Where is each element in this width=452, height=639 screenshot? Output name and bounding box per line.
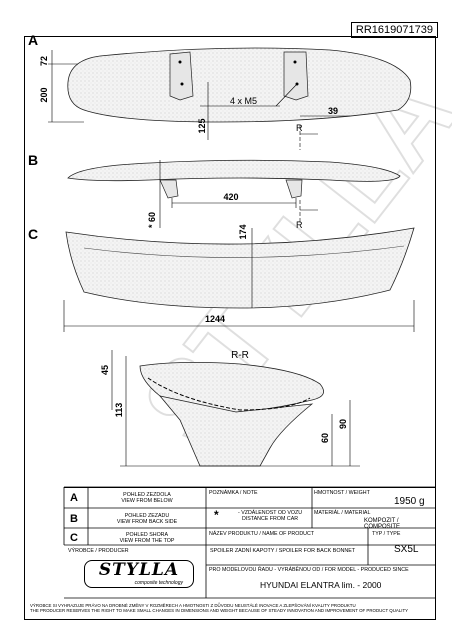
- footer-line-en: THE PRODUCER RESERVES THE RIGHT TO MAKE …: [30, 608, 409, 614]
- view-c-spoiler: [65, 227, 415, 309]
- tb-view-a: POHLED ZEZDOLA VIEW FROM BELOW: [88, 492, 206, 504]
- dim-c-depth: 174: [238, 224, 248, 239]
- dim-a-edge: 39: [328, 106, 338, 116]
- dim-rr-top: 45: [100, 365, 110, 375]
- view-letter-c: C: [28, 226, 39, 242]
- star-note-en: DISTANCE FROM CAR: [241, 516, 299, 522]
- tb-view-c-cs: POHLED SHORA: [125, 532, 169, 538]
- document-id: RR1619071739: [350, 22, 438, 38]
- dim-a-bolt: 125: [197, 118, 207, 133]
- dim-b-height: * 60: [147, 212, 157, 228]
- star-note: - VZDÁLENOST OD VOZU DISTANCE FROM CAR: [224, 510, 316, 522]
- dim-a-top: 72: [39, 56, 49, 66]
- material-value: KOMPOZIT / COMPOSITE: [364, 518, 401, 530]
- dim-b-span: 420: [223, 192, 238, 202]
- model-label: PRO MODELOVOU ŘADU - VYRÁBĚNOU OD / FOR …: [209, 567, 409, 573]
- tb-view-b-en: VIEW FROM BACK SIDE: [116, 519, 178, 525]
- dim-rr-height: 113: [114, 403, 124, 418]
- section-mark-r-1: R: [296, 123, 303, 133]
- drawing-frame: [24, 36, 436, 620]
- tb-letter-b: B: [70, 513, 78, 525]
- view-b-spoiler: [67, 159, 401, 199]
- dim-a-height: 200: [39, 87, 49, 102]
- tb-view-b: POHLED ZEZADU VIEW FROM BACK SIDE: [88, 513, 206, 525]
- dim-a-holes: 4 x M5: [230, 96, 257, 106]
- view-b-dimension-lines: [159, 160, 318, 228]
- product-label: NÁZEV PRODUKTU / NAME OF PRODUCT: [209, 531, 315, 537]
- tb-view-c-en: VIEW FROM THE TOP: [119, 538, 175, 544]
- logo-text: STYLLA: [98, 560, 180, 580]
- section-rr-dimension-lines: [111, 350, 360, 467]
- type-value: SX5L: [394, 544, 419, 555]
- footer-disclaimer: VÝROBCE SI VYHRAZUJE PRÁVO NA DROBNÉ ZMĚ…: [30, 603, 450, 613]
- dim-rr-60: 60: [320, 433, 330, 443]
- dim-rr-90: 90: [338, 419, 348, 429]
- producer-label: VÝROBCE / PRODUCER: [68, 548, 129, 554]
- logo-subtitle: composite technology: [134, 580, 183, 586]
- title-block: A POHLED ZEZDOLA VIEW FROM BELOW B POHLE…: [64, 487, 436, 599]
- footer-line-cs: VÝROBCE SI VYHRAZUJE PRÁVO NA DROBNÉ ZMĚ…: [30, 603, 356, 608]
- dim-c-width: 1244: [205, 314, 225, 324]
- star-icon: *: [214, 508, 219, 522]
- type-label: TYP / TYPE: [372, 531, 401, 537]
- tb-view-c: POHLED SHORA VIEW FROM THE TOP: [88, 532, 206, 544]
- material-label: MATERIÁL / MATERIAL: [314, 510, 371, 516]
- section-rr-title: R-R: [231, 350, 249, 361]
- model-value: HYUNDAI ELANTRA lim. - 2000: [260, 580, 382, 590]
- stylla-logo: STYLLA composite technology: [84, 560, 194, 588]
- note-label: POZNÁMKA / NOTE: [209, 490, 258, 496]
- view-letter-a: A: [28, 32, 39, 48]
- view-a-dimension-lines: [48, 50, 350, 150]
- tb-view-a-en: VIEW FROM BELOW: [121, 498, 173, 504]
- weight-value: 1950 g: [394, 496, 425, 507]
- star-note-cs: - VZDÁLENOST OD VOZU: [237, 510, 303, 516]
- product-value: SPOILER ZADNÍ KAPOTY / SPOILER FOR BACK …: [210, 548, 356, 554]
- tb-letter-c: C: [70, 532, 78, 544]
- section-mark-r-2: R: [296, 220, 303, 230]
- tb-letter-a: A: [70, 492, 78, 504]
- view-letter-b: B: [28, 152, 39, 168]
- tb-view-a-cs: POHLED ZEZDOLA: [123, 492, 171, 498]
- tb-view-b-cs: POHLED ZEZADU: [124, 513, 170, 519]
- section-rr-profile: [139, 362, 324, 467]
- view-a-spoiler: [67, 47, 412, 123]
- view-c-dimension-lines: [63, 228, 415, 332]
- weight-label: HMOTNOST / WEIGHT: [314, 490, 370, 496]
